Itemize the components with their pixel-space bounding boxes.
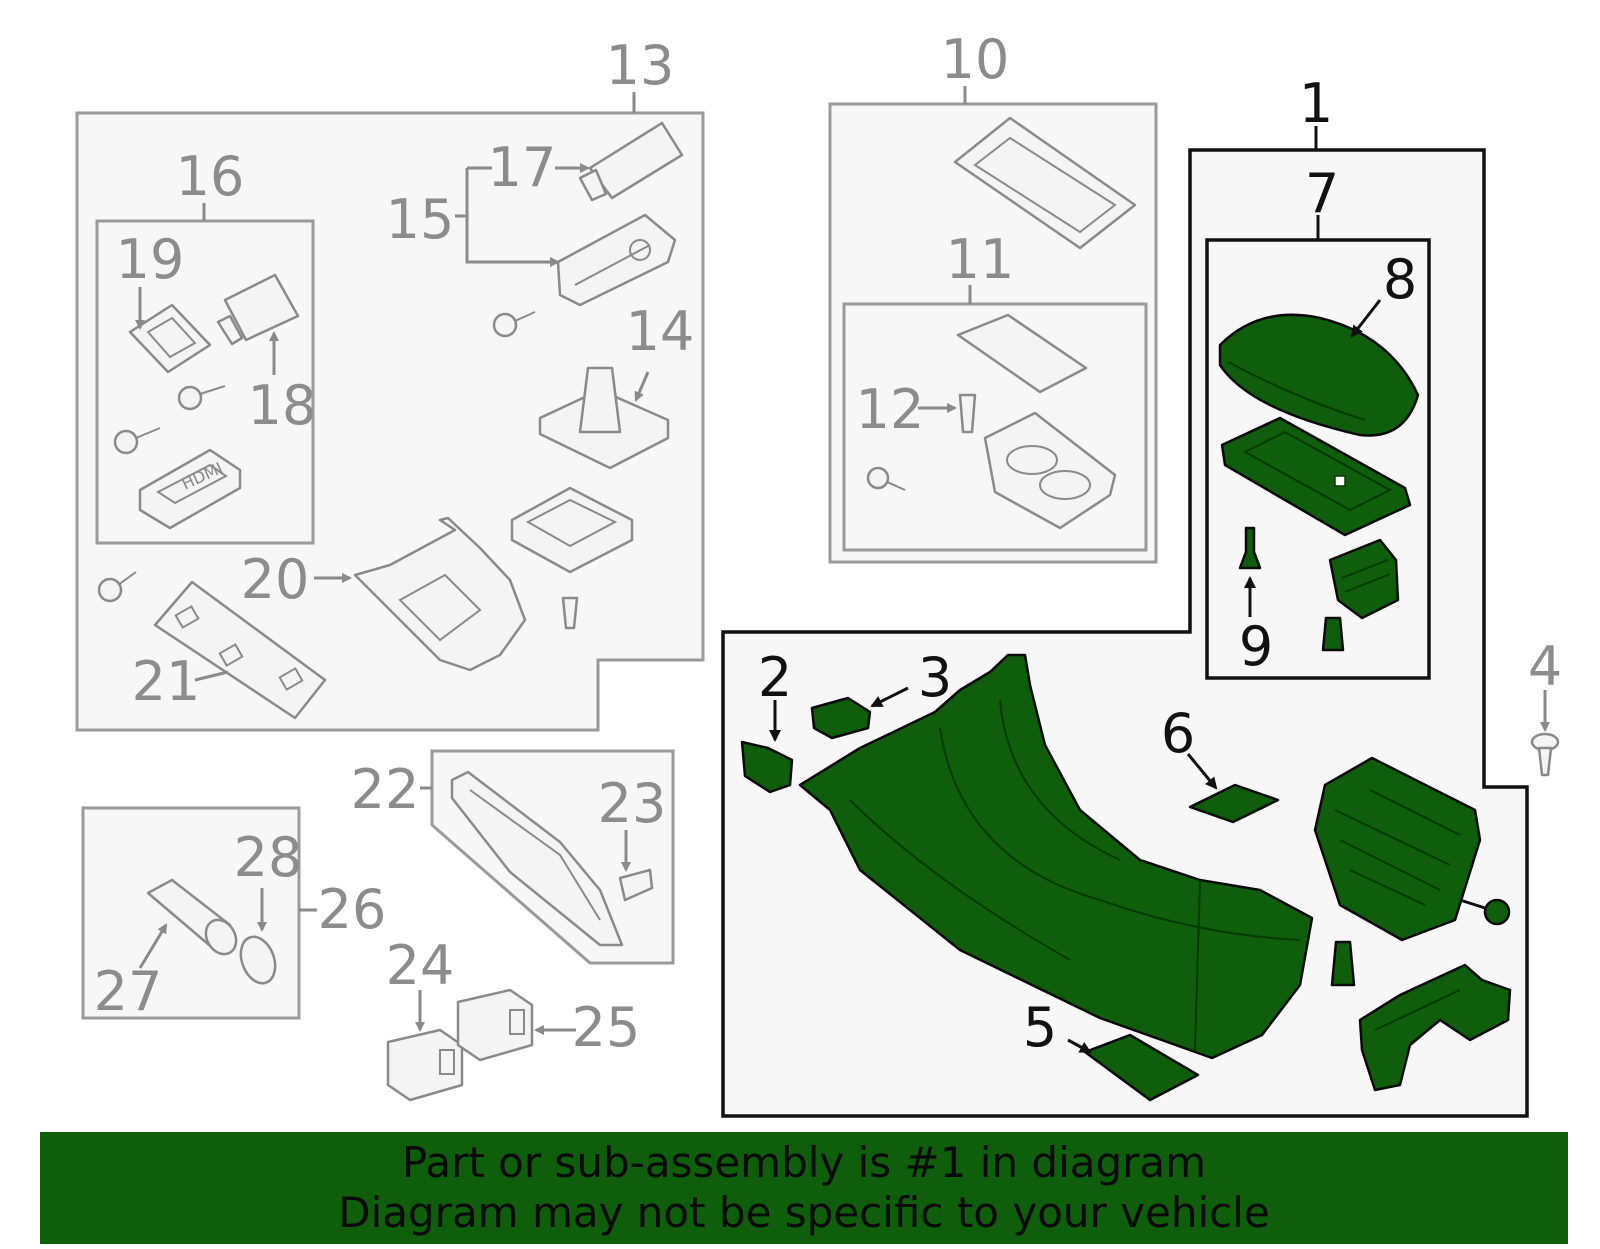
part-17 bbox=[578, 121, 684, 202]
callout-27: 27 bbox=[94, 960, 163, 1023]
group-10-tray bbox=[828, 86, 1158, 564]
callout-19: 19 bbox=[116, 228, 185, 291]
callout-16: 16 bbox=[176, 145, 245, 208]
part-2-clip[interactable] bbox=[740, 740, 794, 794]
group-1-console-assembly bbox=[721, 126, 1529, 1118]
part-8-armrest-lid[interactable] bbox=[1218, 313, 1420, 437]
part-cupholder bbox=[983, 411, 1117, 530]
callout-4: 4 bbox=[1528, 635, 1562, 698]
group-13-shifter-panel: HDMI bbox=[75, 92, 705, 732]
callout-11: 11 bbox=[946, 228, 1015, 291]
callout-6: 6 bbox=[1161, 702, 1195, 765]
part-4-clip bbox=[1530, 690, 1560, 777]
callout-20: 20 bbox=[241, 548, 310, 611]
part-console-body[interactable] bbox=[798, 653, 1314, 1060]
callout-9: 9 bbox=[1239, 615, 1273, 678]
callout-25: 25 bbox=[572, 996, 641, 1059]
part-5-mat[interactable] bbox=[1083, 1033, 1200, 1102]
part-rear-bracket[interactable] bbox=[1358, 963, 1512, 1092]
group-22-side-panel bbox=[420, 749, 675, 965]
screw bbox=[97, 311, 579, 630]
part-frame bbox=[510, 486, 634, 574]
part-20 bbox=[353, 516, 527, 672]
part-18 bbox=[216, 273, 300, 346]
part-hinge-bracket[interactable] bbox=[1328, 538, 1400, 620]
part-armrest-base[interactable] bbox=[1220, 416, 1412, 537]
callout-labels: 1 2 3 4 5 6 7 8 9 10 11 12 13 14 15 16 1… bbox=[94, 28, 1563, 1059]
part-6-pad[interactable] bbox=[1188, 783, 1280, 824]
part-3-clip[interactable] bbox=[810, 696, 872, 740]
callout-14: 14 bbox=[626, 300, 695, 363]
part-lid bbox=[956, 313, 1088, 394]
callout-23: 23 bbox=[598, 772, 667, 835]
callout-7: 7 bbox=[1305, 162, 1339, 225]
callout-13: 13 bbox=[606, 34, 675, 97]
callout-15: 15 bbox=[386, 188, 455, 251]
part-21 bbox=[153, 580, 327, 720]
parts-diagram: HDMI bbox=[75, 28, 1563, 1118]
part-19 bbox=[128, 303, 212, 374]
callout-12: 12 bbox=[856, 378, 925, 441]
disclaimer-banner: Part or sub-assembly is #1 in diagram Di… bbox=[40, 1132, 1568, 1244]
part-24-switch bbox=[386, 990, 464, 1102]
callout-28: 28 bbox=[234, 826, 303, 889]
callout-3: 3 bbox=[918, 646, 952, 709]
part-15 bbox=[556, 213, 677, 307]
callout-2: 2 bbox=[758, 646, 792, 709]
callout-17: 17 bbox=[488, 136, 557, 199]
callout-10: 10 bbox=[941, 28, 1010, 91]
callout-26: 26 bbox=[318, 878, 387, 941]
part-storage-box[interactable] bbox=[1313, 756, 1482, 942]
callout-1: 1 bbox=[1299, 72, 1333, 135]
group-26-power-outlet bbox=[81, 806, 317, 1020]
callout-18: 18 bbox=[248, 374, 317, 437]
part-9-bolt[interactable] bbox=[1238, 526, 1345, 652]
callout-5: 5 bbox=[1023, 996, 1057, 1059]
part-25-switch bbox=[456, 988, 576, 1062]
banner-line-2: Diagram may not be specific to your vehi… bbox=[338, 1188, 1270, 1237]
banner-line-1: Part or sub-assembly is #1 in diagram bbox=[401, 1138, 1207, 1187]
part-usb-module: HDMI bbox=[138, 448, 242, 530]
callout-22: 22 bbox=[351, 758, 420, 821]
callout-21: 21 bbox=[132, 650, 201, 713]
part-14 bbox=[538, 366, 670, 470]
callout-24: 24 bbox=[386, 934, 455, 997]
callout-8: 8 bbox=[1383, 248, 1417, 311]
screw[interactable] bbox=[1330, 898, 1511, 987]
